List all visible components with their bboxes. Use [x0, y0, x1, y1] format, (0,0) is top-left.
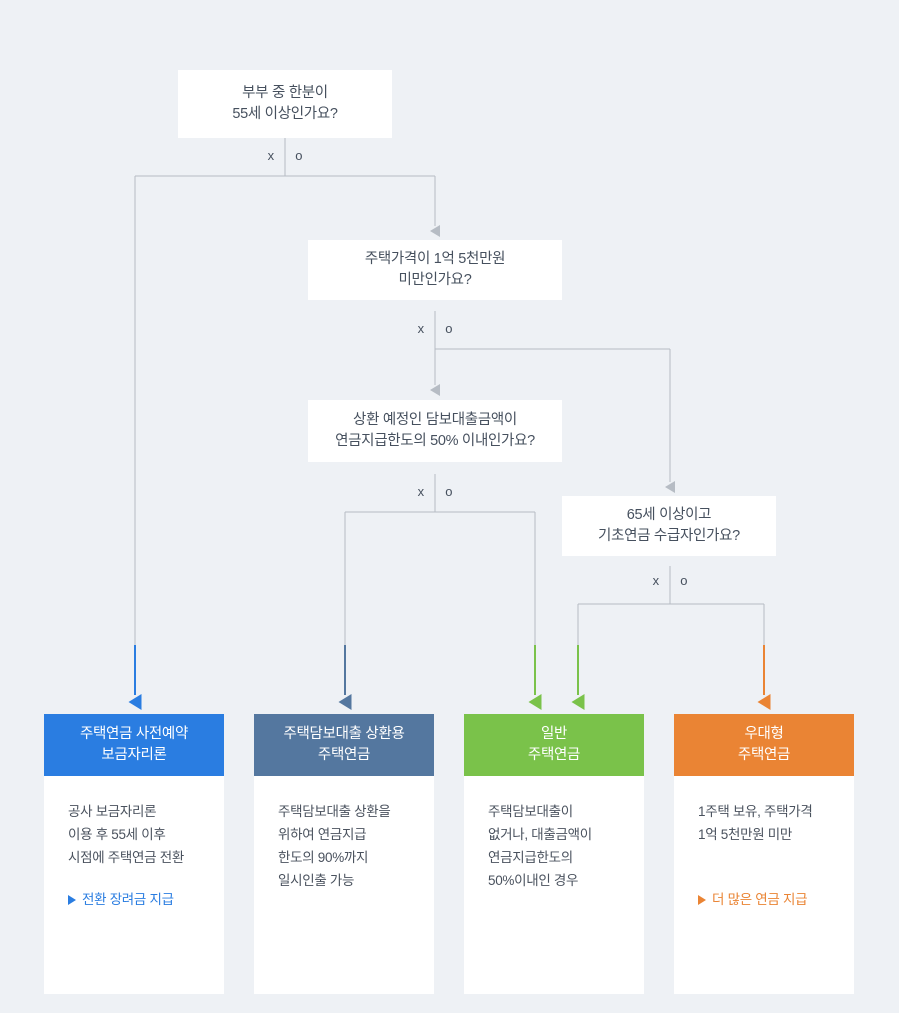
- result-card-mortgage-repayment[interactable]: 주택담보대출 상환용 주택연금 주택담보대출 상환을 위하여 연금지급 한도의 …: [254, 714, 434, 994]
- result-card-header: 주택연금 사전예약 보금자리론: [44, 714, 224, 776]
- decision-text-line: 기초연금 수급자인가요?: [598, 528, 740, 544]
- branch-label-yes: o: [445, 320, 453, 336]
- result-body-line: 1억 5천만원 미만: [698, 827, 793, 842]
- result-card-body: 주택담보대출 상환을 위하여 연금지급 한도의 90%까지 일시인출 가능: [254, 776, 434, 994]
- result-card-header: 주택담보대출 상환용 주택연금: [254, 714, 434, 776]
- result-title-line: 주택담보대출 상환용: [283, 726, 405, 742]
- result-card-advance-reservation[interactable]: 주택연금 사전예약 보금자리론 공사 보금자리론 이용 후 55세 이후 시점에…: [44, 714, 224, 994]
- result-body-line: 주택담보대출이: [488, 804, 573, 819]
- decision-text-line: 부부 중 한분이: [242, 85, 328, 101]
- result-note-text: 전환 장려금 지급: [82, 892, 174, 907]
- result-highlight-note: 전환 장려금 지급: [68, 888, 224, 911]
- branch-labels-age-65-basic-pension: x o: [642, 571, 698, 589]
- decision-node-age-55: 부부 중 한분이 55세 이상인가요?: [178, 70, 392, 138]
- decision-text-line: 주택가격이 1억 5천만원: [364, 251, 506, 267]
- branch-labels-loan-50: x o: [407, 482, 463, 500]
- branch-label-no: x: [652, 572, 660, 588]
- branch-labels-house-price: x o: [407, 319, 463, 337]
- result-body-line: 일시인출 가능: [278, 873, 355, 888]
- branch-label-no: x: [417, 320, 425, 336]
- result-body-line: 연금지급한도의: [488, 850, 573, 865]
- result-title-line: 주택연금: [527, 747, 581, 763]
- decision-node-house-price: 주택가격이 1억 5천만원 미만인가요?: [308, 240, 562, 300]
- result-card-body: 공사 보금자리론 이용 후 55세 이후 시점에 주택연금 전환 전환 장려금 …: [44, 776, 224, 994]
- decision-node-loan-50: 상환 예정인 담보대출금액이 연금지급한도의 50% 이내인가요?: [308, 400, 562, 462]
- result-card-header: 우대형 주택연금: [674, 714, 854, 776]
- result-body-line: 시점에 주택연금 전환: [68, 850, 184, 865]
- result-body-line: 없거나, 대출금액이: [488, 827, 592, 842]
- decision-text-line: 상환 예정인 담보대출금액이: [353, 412, 517, 428]
- branch-label-yes: o: [445, 483, 453, 499]
- result-card-body: 주택담보대출이 없거나, 대출금액이 연금지급한도의 50%이내인 경우: [464, 776, 644, 994]
- result-card-body: 1주택 보유, 주택가격 1억 5천만원 미만 더 많은 연금 지급: [674, 776, 854, 994]
- result-title-line: 주택연금: [737, 747, 791, 763]
- result-body-line: 이용 후 55세 이후: [68, 827, 166, 842]
- branch-labels-age-55: x o: [257, 146, 313, 164]
- branch-label-yes: o: [295, 147, 303, 163]
- decision-text-line: 55세 이상인가요?: [232, 106, 338, 122]
- branch-label-no: x: [417, 483, 425, 499]
- decision-node-age-65-basic-pension: 65세 이상이고 기초연금 수급자인가요?: [562, 496, 776, 556]
- result-note-text: 더 많은 연금 지급: [712, 892, 808, 907]
- branch-label-yes: o: [680, 572, 688, 588]
- play-triangle-icon: [698, 894, 706, 905]
- play-triangle-icon: [68, 894, 76, 905]
- result-body-line: 공사 보금자리론: [68, 804, 157, 819]
- result-title-line: 일반: [540, 726, 568, 742]
- result-card-header: 일반 주택연금: [464, 714, 644, 776]
- decision-text-line: 65세 이상이고: [626, 507, 712, 523]
- result-card-preferential[interactable]: 우대형 주택연금 1주택 보유, 주택가격 1억 5천만원 미만 더 많은 연금…: [674, 714, 854, 994]
- decision-text-line: 연금지급한도의 50% 이내인가요?: [335, 433, 535, 449]
- result-card-general[interactable]: 일반 주택연금 주택담보대출이 없거나, 대출금액이 연금지급한도의 50%이내…: [464, 714, 644, 994]
- result-body-line: 50%이내인 경우: [488, 873, 579, 888]
- result-body-line: 위하여 연금지급: [278, 827, 367, 842]
- decision-text-line: 미만인가요?: [398, 272, 472, 288]
- result-body-line: 한도의 90%까지: [278, 850, 369, 865]
- result-title-line: 우대형: [744, 726, 784, 742]
- branch-label-no: x: [267, 147, 275, 163]
- result-body-line: 1주택 보유, 주택가격: [698, 804, 813, 819]
- result-highlight-note: 더 많은 연금 지급: [698, 888, 854, 911]
- result-body-line: 주택담보대출 상환을: [278, 804, 391, 819]
- result-title-line: 주택연금: [317, 747, 371, 763]
- result-title-line: 주택연금 사전예약: [79, 726, 189, 742]
- result-title-line: 보금자리론: [101, 747, 167, 763]
